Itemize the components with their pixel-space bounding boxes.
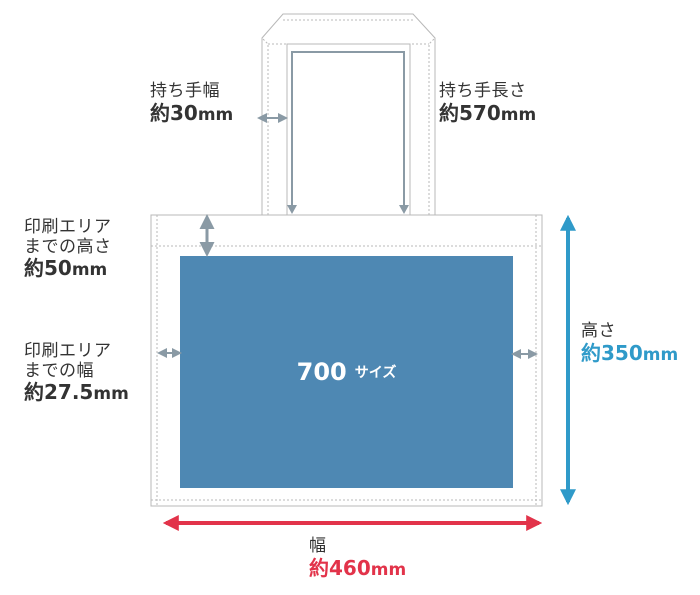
print-side-line1: 印刷エリア: [24, 341, 112, 361]
handle-width-title: 持ち手幅: [150, 81, 220, 101]
handle-length-label: 持ち手長さ 約570mm: [439, 81, 537, 125]
print-top-label: 印刷エリア までの高さ 約50mm: [24, 217, 112, 281]
height-title: 高さ: [581, 321, 616, 341]
handle-length-arrowhead-right: [399, 205, 409, 214]
width-title: 幅: [309, 536, 327, 556]
size-label: 700 サイズ: [180, 256, 513, 488]
print-side-value: 約27.5mm: [24, 380, 129, 405]
print-top-line1: 印刷エリア: [24, 217, 112, 237]
bag-body: [150, 214, 543, 507]
handle-width-label: 持ち手幅 約30mm: [150, 81, 234, 125]
width-value: 約460mm: [309, 555, 407, 580]
size-number: 700: [296, 358, 347, 386]
handle-length-title: 持ち手長さ: [439, 81, 527, 101]
print-area: [180, 256, 513, 488]
height-label: 高さ 約350mm: [581, 321, 679, 365]
height-value: 約350mm: [581, 340, 679, 365]
handle-length-guide: [291, 51, 405, 210]
size-suffix: サイズ: [354, 365, 397, 381]
handle-length-value: 約570mm: [439, 100, 537, 125]
print-side-label: 印刷エリア までの幅 約27.5mm: [24, 341, 129, 405]
print-top-value: 約50mm: [24, 256, 108, 281]
handle-width-value: 約30mm: [150, 100, 234, 125]
print-top-line2: までの高さ: [24, 236, 112, 257]
width-label: 幅 約460mm: [309, 536, 407, 580]
bag-handle: [261, 13, 436, 215]
print-side-line2: までの幅: [24, 360, 94, 381]
handle-length-arrowhead-left: [287, 205, 297, 214]
